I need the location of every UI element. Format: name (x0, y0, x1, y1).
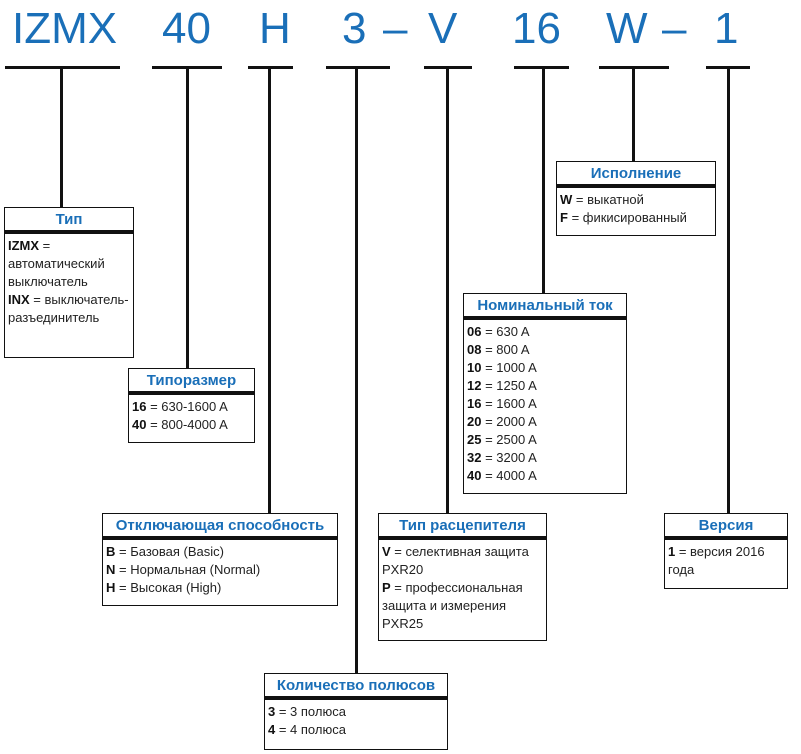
current-row-32: 32 = 3200 A (467, 450, 537, 465)
connector-type (60, 66, 63, 208)
code-part-execution: W (606, 4, 648, 53)
current-row-25: 25 = 2500 A (467, 432, 537, 447)
box-version-title: Версия (665, 514, 787, 540)
version-row-1: 1 = версия 2016 года (668, 544, 765, 577)
size-row-40: 40 = 800-4000 A (132, 417, 228, 432)
code-part-current: 16 (512, 4, 561, 53)
connector-breaking (268, 66, 271, 513)
current-row-10: 10 = 1000 A (467, 360, 537, 375)
box-poles: Количество полюсов 3 = 3 полюса 4 = 4 по… (264, 673, 448, 750)
box-trip-body: V = селективная защита PXR20 P = професс… (379, 540, 546, 635)
code-dash-1: – (383, 4, 408, 53)
size-row-16: 16 = 630-1600 A (132, 399, 228, 414)
box-size-body: 16 = 630-1600 A 40 = 800-4000 A (129, 395, 254, 436)
box-type: Тип IZMX = автоматический выключатель IN… (4, 207, 134, 358)
current-row-20: 20 = 2000 A (467, 414, 537, 429)
code-part-trip: V (428, 4, 458, 53)
execution-row-w: W = выкатной (560, 192, 644, 207)
box-trip-title: Тип расцепителя (379, 514, 546, 540)
underline-current (514, 66, 569, 69)
connector-current (542, 66, 545, 294)
code-part-size: 40 (162, 4, 211, 53)
box-current-title: Номинальный ток (464, 294, 626, 320)
breaking-row-h: H = Высокая (High) (106, 580, 222, 595)
box-execution-body: W = выкатной F = фикисированный (557, 188, 715, 229)
execution-row-f: F = фикисированный (560, 210, 687, 225)
box-trip: Тип расцепителя V = селективная защита P… (378, 513, 547, 641)
box-version-body: 1 = версия 2016 года (665, 540, 787, 581)
box-current: Номинальный ток 06 = 630 A 08 = 800 A 10… (463, 293, 627, 494)
trip-row-v: V = селективная защита PXR20 (382, 544, 529, 577)
box-breaking-body: B = Базовая (Basic) N = Нормальная (Norm… (103, 540, 337, 599)
poles-row-4: 4 = 4 полюса (268, 722, 346, 737)
connector-version (727, 66, 730, 513)
current-row-12: 12 = 1250 A (467, 378, 537, 393)
box-current-body: 06 = 630 A 08 = 800 A 10 = 1000 A 12 = 1… (464, 320, 626, 487)
box-size: Типоразмер 16 = 630-1600 A 40 = 800-4000… (128, 368, 255, 443)
code-part-poles: 3 (342, 4, 367, 53)
code-part-izmx: IZMX (12, 4, 118, 53)
code-part-version: 1 (714, 4, 739, 53)
code-dash-2: – (662, 4, 687, 53)
box-type-body: IZMX = автоматический выключатель INX = … (5, 234, 133, 329)
connector-poles (355, 66, 358, 673)
current-row-06: 06 = 630 A (467, 324, 530, 339)
box-poles-body: 3 = 3 полюса 4 = 4 полюса (265, 700, 447, 741)
current-row-40: 40 = 4000 A (467, 468, 537, 483)
box-type-title: Тип (5, 208, 133, 234)
trip-row-p: P = профессиональная защита и измерения … (382, 580, 523, 631)
box-breaking: Отключающая способность B = Базовая (Bas… (102, 513, 338, 606)
box-version: Версия 1 = версия 2016 года (664, 513, 788, 589)
code-part-breaking: H (259, 4, 291, 53)
current-row-16: 16 = 1600 A (467, 396, 537, 411)
box-execution-title: Исполнение (557, 162, 715, 188)
box-execution: Исполнение W = выкатной F = фикисированн… (556, 161, 716, 236)
breaking-row-b: B = Базовая (Basic) (106, 544, 224, 559)
box-poles-title: Количество полюсов (265, 674, 447, 700)
type-row-izmx: IZMX = автоматический выключатель (8, 238, 105, 289)
connector-size (186, 66, 189, 369)
current-row-08: 08 = 800 A (467, 342, 530, 357)
type-row-inx: INX = выключатель-разъединитель (8, 292, 129, 325)
box-breaking-title: Отключающая способность (103, 514, 337, 540)
connector-execution (632, 66, 635, 162)
box-size-title: Типоразмер (129, 369, 254, 395)
underline-poles (326, 66, 390, 69)
poles-row-3: 3 = 3 полюса (268, 704, 346, 719)
connector-trip (446, 66, 449, 514)
breaking-row-n: N = Нормальная (Normal) (106, 562, 261, 577)
